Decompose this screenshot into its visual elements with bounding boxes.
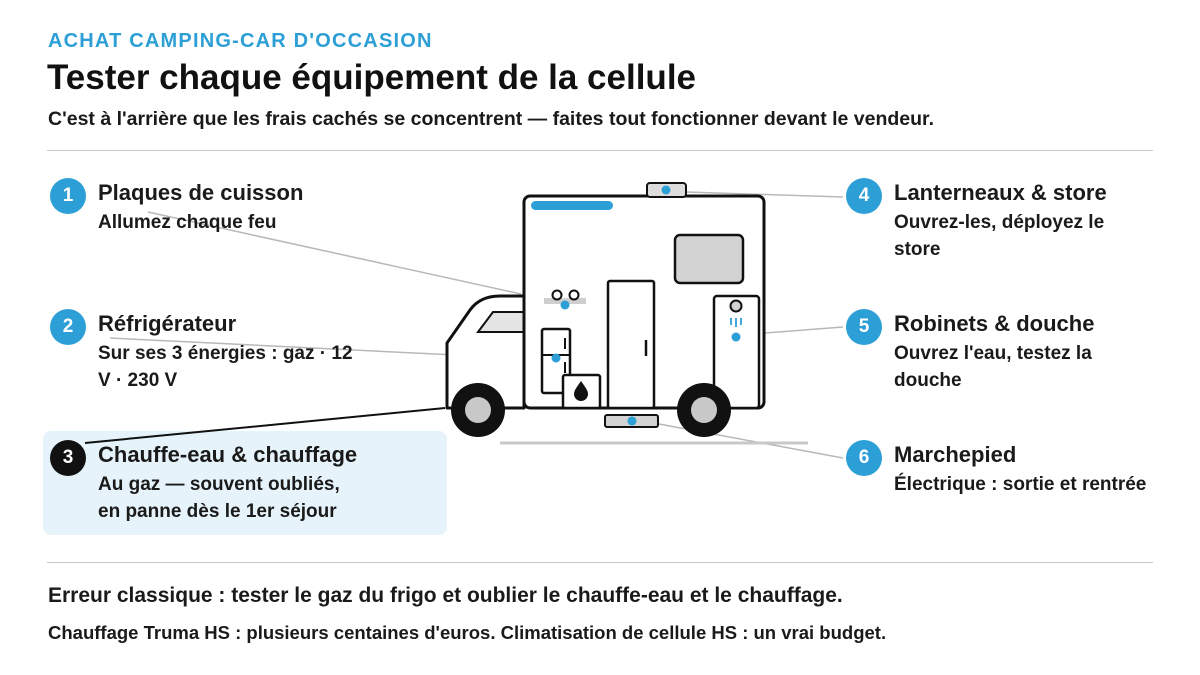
number-badge: 2 (50, 309, 86, 345)
number-badge: 4 (846, 178, 882, 214)
water-drop-icon (574, 381, 588, 401)
kicker: ACHAT CAMPING-CAR D'OCCASION (48, 30, 433, 52)
item-description: Allumez chaque feu (98, 212, 277, 233)
side-window (673, 233, 745, 285)
cooktop-dot (560, 300, 570, 310)
step-dot (627, 416, 637, 426)
fridge-dot (551, 353, 561, 363)
item-title: Chauffe-eau & chauffage (98, 442, 358, 467)
number-badge: 5 (846, 309, 882, 345)
shower-water-icon (730, 318, 742, 327)
item-3-highlight (43, 431, 447, 535)
bottom-divider (47, 562, 1153, 563)
number-badge: 3 (50, 440, 86, 476)
leader-line-1 (147, 211, 522, 295)
item-description: Ouvrez-les, déployez le store (894, 212, 1105, 260)
item-title: Marchepied (894, 442, 1017, 467)
rear-wheel-hub (691, 397, 717, 423)
shower-cabinet (712, 294, 761, 410)
number-badge: 6 (846, 440, 882, 476)
number-badge: 1 (50, 178, 86, 214)
front-wheel-hub (465, 397, 491, 423)
roof-vent-dot (661, 185, 671, 195)
top-divider (47, 150, 1153, 151)
item-description: Sur ses 3 énergies : gaz · 12 V · 230 V (98, 343, 353, 391)
item-title: Robinets & douche (894, 311, 1095, 336)
item-title: Plaques de cuisson (98, 180, 304, 205)
page-title: Tester chaque équipement de la cellule (47, 58, 697, 97)
subtitle: C'est à l'arrière que les frais cachés s… (48, 108, 934, 130)
item-title: Lanterneaux & store (894, 180, 1107, 205)
roof-accent-stripe (531, 201, 613, 210)
leader-line-5 (764, 326, 844, 334)
leader-line-2 (109, 337, 457, 356)
item-description: Au gaz — souvent oubliés, en panne dès l… (98, 474, 340, 522)
item-title: Réfrigérateur (98, 311, 237, 336)
entry-door (606, 279, 656, 410)
leader-line-4 (685, 191, 844, 198)
footer-warning: Erreur classique : tester le gaz du frig… (48, 584, 843, 607)
leader-line-3 (84, 407, 446, 444)
item-description: Ouvrez l'eau, testez la douche (894, 343, 1092, 391)
item-description: Électrique : sortie et rentrée (894, 474, 1147, 495)
shower-head-icon (729, 299, 743, 313)
footer-costs: Chauffage Truma HS : plusieurs centaines… (48, 622, 887, 643)
burner-left-icon (551, 289, 563, 301)
burner-right-icon (568, 289, 580, 301)
shower-dot (731, 332, 741, 342)
